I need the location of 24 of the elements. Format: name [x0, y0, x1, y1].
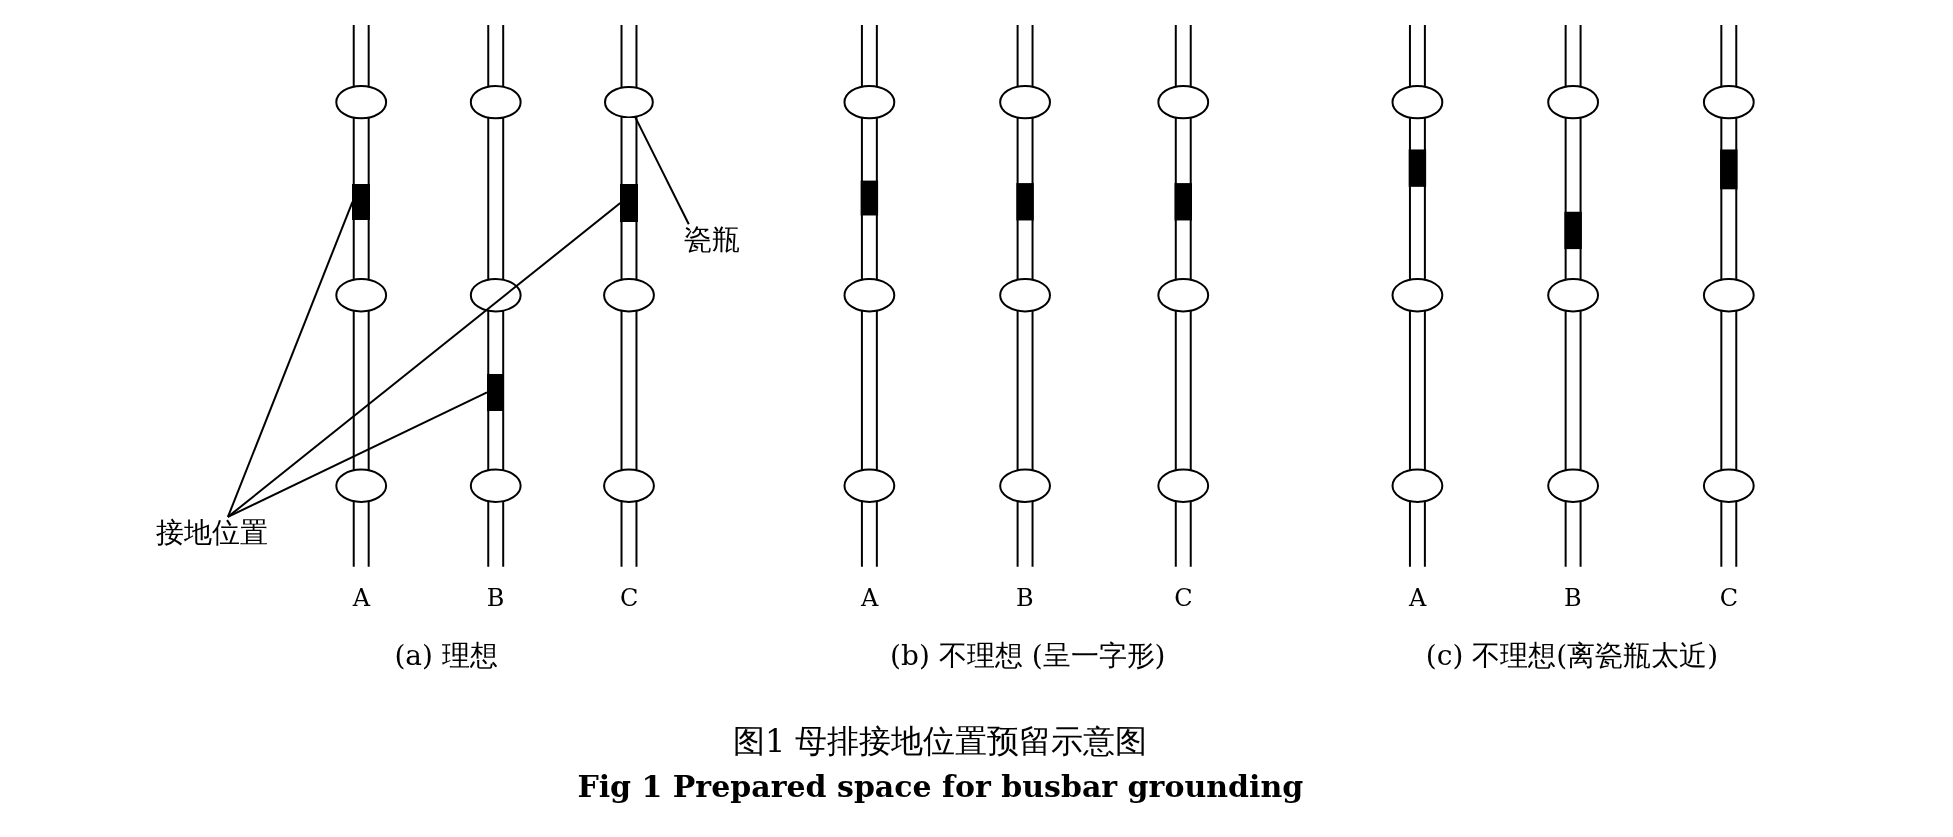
- insulator-ellipse: [604, 85, 654, 119]
- phase-label: C: [620, 585, 639, 610]
- figure-caption: Fig 1 Prepared space for busbar grounding: [577, 772, 1304, 803]
- grounding-mark: [620, 184, 638, 222]
- grounding-mark: [487, 373, 505, 411]
- phase-label: B: [486, 585, 505, 610]
- panel-caption: (a) 理想: [394, 642, 498, 671]
- leader-line: [226, 200, 354, 518]
- callout-text: 瓷瓶: [682, 224, 743, 257]
- figure-caption: 图1 母排接地位置预留示意图: [732, 725, 1148, 758]
- leader-line: [226, 391, 488, 518]
- leader-line: [226, 202, 622, 518]
- callout-text: 接地位置: [139, 516, 284, 550]
- panel-caption: (c) 不理想(离瓷瓶太近): [1425, 642, 1719, 671]
- phase-label: A: [1408, 585, 1427, 610]
- phase-label: C: [1719, 585, 1739, 610]
- grounding-mark: [352, 184, 370, 221]
- phase-label: B: [1564, 585, 1582, 610]
- leader-line: [634, 116, 690, 226]
- phase-label: C: [1174, 585, 1193, 610]
- phase-label: A: [352, 585, 371, 610]
- phase-label: B: [1016, 585, 1034, 610]
- panel-caption: (b) 不理想 (呈一字形): [890, 642, 1166, 671]
- phase-label: A: [860, 585, 879, 610]
